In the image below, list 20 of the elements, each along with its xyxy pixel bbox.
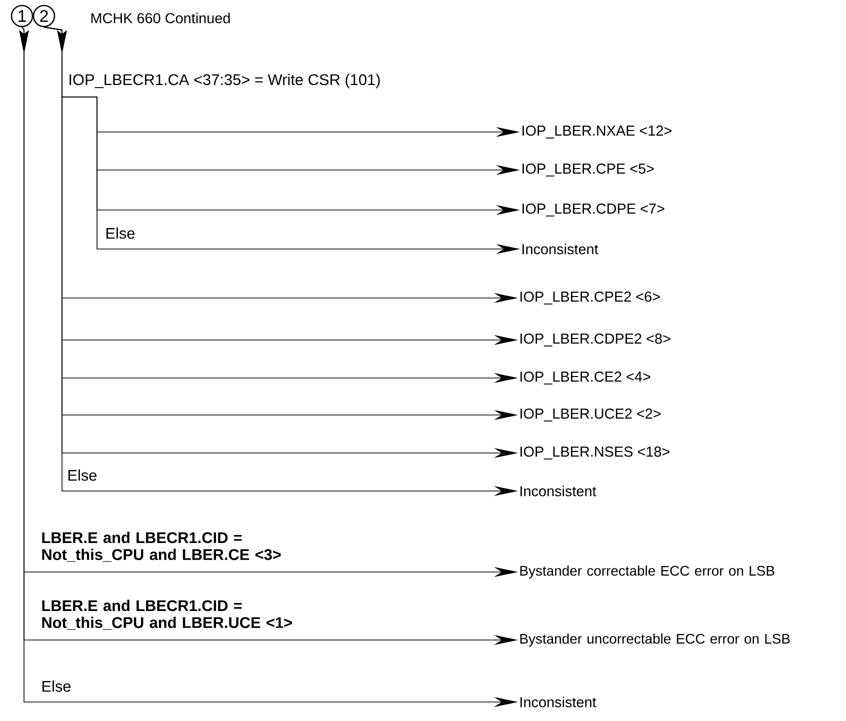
- edge-label: LBER.E and LBECR1.CID = Not_this_CPU and LBER.UCE <1>: [42, 600, 292, 630]
- outcome-text: Bystander uncorrectable ECC error on LSB: [520, 634, 790, 646]
- outcome-text: Inconsistent: [520, 696, 596, 708]
- outcome-text: IOP_LBER.CPE2 <6>: [520, 292, 660, 304]
- title: MCHK 660 Continued: [91, 12, 230, 24]
- outcome-text: IOP_LBER.NXAE <12>: [522, 126, 672, 138]
- outcome-text: Bystander correctable ECC error on LSB: [520, 566, 774, 578]
- outcome-text: Inconsistent: [522, 244, 598, 254]
- outcome-text: IOP_LBER.CDPE <7>: [522, 204, 664, 216]
- outcome-text: IOP_LBER.UCE2 <2>: [520, 408, 661, 422]
- condition-text: IOP_LBECR1.CA <37:35> = Write CSR (101): [70, 74, 380, 88]
- outcome-text: Inconsistent: [520, 486, 596, 496]
- edge-label: Else: [68, 469, 97, 481]
- edge-label: LBER.E and LBECR1.CID = Not_this_CPU and LBER.CE <3>: [42, 532, 281, 562]
- outcome-text: IOP_LBER.CPE <5>: [522, 164, 654, 176]
- outcome-text: IOP_LBER.NSES <18>: [520, 446, 670, 460]
- edge-label: Else: [42, 680, 71, 692]
- outcome-text: IOP_LBER.CDPE2 <8>: [520, 334, 670, 346]
- edge-label: Else: [106, 227, 135, 239]
- outcome-text: IOP_LBER.CE2 <4>: [520, 372, 650, 384]
